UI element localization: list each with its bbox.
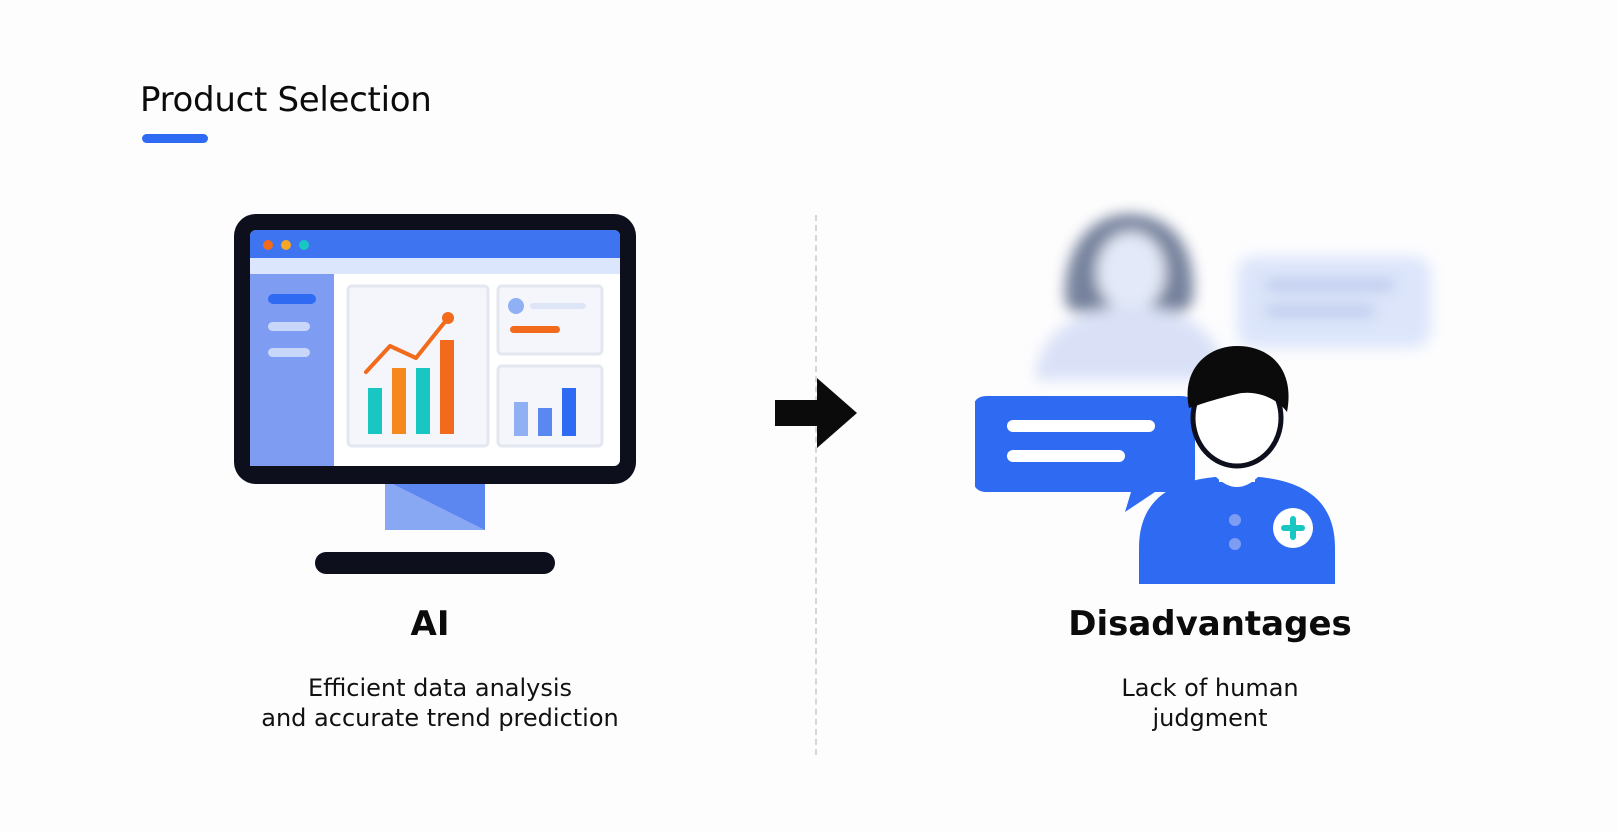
chart-icon	[364, 312, 454, 434]
person-icon	[975, 213, 1431, 584]
left-heading: AI	[410, 604, 450, 644]
speech-bubble-icon	[975, 396, 1195, 512]
right-description-line-2: judgment	[1152, 704, 1268, 732]
page-title: Product Selection	[140, 80, 432, 120]
arrow-right-icon	[775, 378, 857, 448]
left-description: Efficient data analysis and accurate tre…	[240, 673, 640, 733]
right-heading: Disadvantages	[1068, 604, 1352, 644]
left-description-line-1: Efficient data analysis	[307, 674, 573, 702]
monitor-icon	[234, 214, 636, 574]
title-underline	[142, 134, 208, 143]
right-description-line-1: Lack of human	[1121, 674, 1299, 702]
speech-bubble-icon	[1237, 256, 1431, 348]
section-divider	[815, 215, 817, 755]
left-description-line-2: and accurate trend prediction	[261, 704, 619, 732]
plus-icon	[1273, 508, 1313, 548]
right-description: Lack of human judgment	[1060, 673, 1360, 733]
